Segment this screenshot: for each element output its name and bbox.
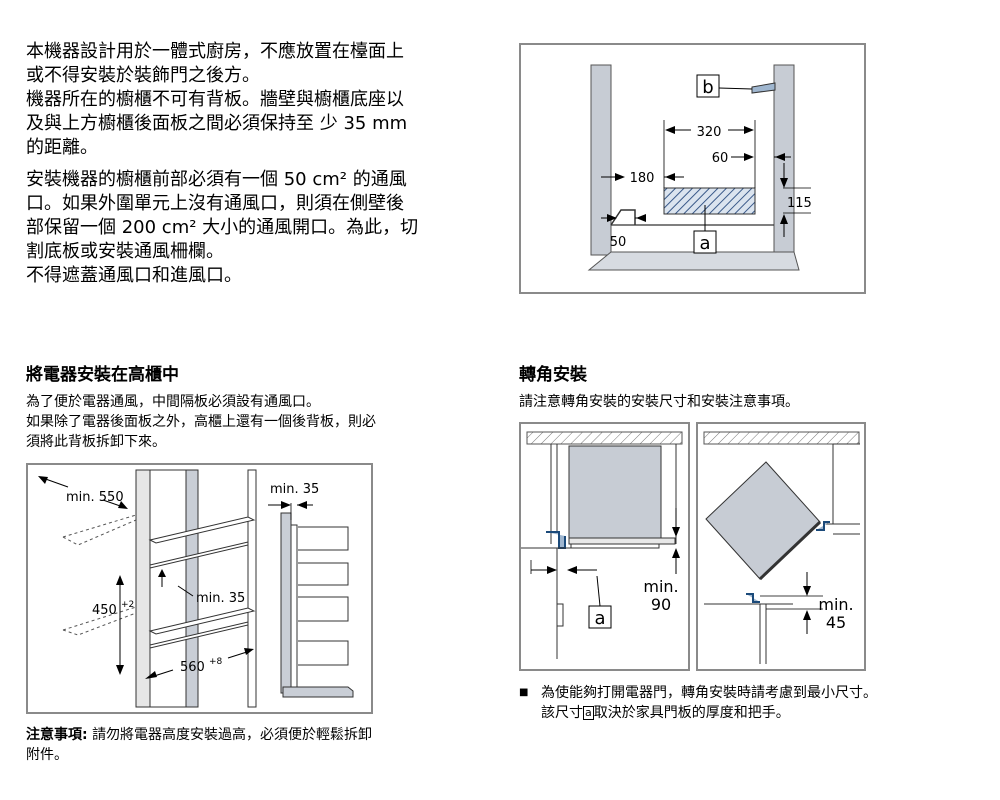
intro-line: 及與上方櫥櫃後面板之間必須保持至 少 35 mm <box>26 113 408 134</box>
tall-cabinet-diagram: min. 550 450 +2 min. 35 560 +8 min. 35 <box>38 469 354 708</box>
intro-line: 割底板或安裝通風柵欄。 <box>26 241 224 262</box>
dim-min-550: min. 550 <box>66 490 124 505</box>
corner-diagram-right: min. 45 <box>703 431 860 664</box>
intro-line: 部保留一個 200 cm² 大小的通風開口。為此，切 <box>26 217 419 238</box>
dim-450-tolerance: +2 <box>121 600 134 610</box>
dim-560-tolerance: +8 <box>209 657 223 667</box>
tall-cabinet-figure: min. 550 450 +2 min. 35 560 +8 min. 35 <box>26 463 373 714</box>
intro-line: 不得遮蓋通風口和進風口。 <box>26 265 242 286</box>
note-text-continued: 附件。 <box>26 747 68 763</box>
dim-min-35-wall: min. 35 <box>270 482 319 497</box>
tall-cabinet-text: 為了便於電器通風，中間隔板必須設有通風口。 如果除了電器後面板之外，高櫃上還有一… <box>26 392 466 452</box>
cabinet-floor <box>587 251 800 271</box>
note-text: 請勿將電器高度安裝過高，必須便於輕鬆拆卸 <box>92 727 373 743</box>
corner-intro: 請注意轉角安裝的安裝尺寸和安裝注意事項。 <box>519 394 799 410</box>
vent-area <box>663 187 756 215</box>
tall-cabinet-line: 為了便於電器通風，中間隔板必須設有通風口。 <box>26 394 320 410</box>
dim-180: 180 <box>630 171 655 186</box>
dim-min-label-left: min. <box>643 577 678 596</box>
tall-cabinet-line: 如果除了電器後面板之外，高櫃上還有一個後背板，則必 <box>26 414 376 430</box>
dim-450: 450 <box>92 603 117 618</box>
dim-min-35-shelf: min. 35 <box>196 591 245 606</box>
intro-line: 本機器設計用於一體式廚房，不應放置在檯面上 <box>26 41 404 62</box>
corner-figure-right: min. 45 <box>696 422 866 671</box>
side-view-wall <box>280 512 292 694</box>
tall-cabinet-heading: 將電器安裝在高櫃中 <box>26 365 179 385</box>
label-a: a <box>699 233 710 254</box>
cabinet-side-left <box>135 469 151 708</box>
dim-min-90: 90 <box>651 595 671 614</box>
label-a-inline: a <box>583 706 594 720</box>
dim-60: 60 <box>712 151 729 166</box>
intro-line: 安裝機器的櫥櫃前部必須有一個 50 cm² 的通風 <box>26 169 407 190</box>
label-a: a <box>594 608 605 629</box>
corner-heading: 轉角安裝 <box>519 365 587 385</box>
appliance-body <box>568 445 662 539</box>
tall-cabinet-note: 注意事項: 請勿將電器高度安裝過高，必須便於輕鬆拆卸 附件。 <box>26 725 476 765</box>
mounting-bracket <box>751 82 776 94</box>
intro-text: 本機器設計用於一體式廚房，不應放置在檯面上 或不得安裝於裝飾門之後方。 機器所在… <box>26 40 466 288</box>
dim-115: 115 <box>787 196 812 211</box>
dim-320: 320 <box>697 125 722 140</box>
intro-line: 機器所在的櫥櫃不可有背板。牆壁與櫥櫃底座以 <box>26 89 404 110</box>
intro-line: 的距離。 <box>26 137 98 158</box>
dim-560: 560 <box>180 660 205 675</box>
ventilation-figure: b a 320 60 180 115 <box>519 43 866 294</box>
note-label: 注意事項: <box>26 727 88 743</box>
dim-50: 50 <box>610 235 627 250</box>
left-cabinet-wall <box>590 64 612 256</box>
label-b-box <box>696 74 720 98</box>
tall-cabinet-line: 須將此背板拆卸下來。 <box>26 434 166 450</box>
ventilation-diagram: b a 320 60 180 115 <box>587 64 812 271</box>
label-b: b <box>702 77 713 98</box>
dim-min-45: 45 <box>826 613 846 632</box>
appliance-body-rotated <box>705 461 821 580</box>
intro-line: 口。如果外圍單元上沒有通風口，則須在側壁後 <box>26 193 404 214</box>
corner-bullet-line: 為使能夠打開電器門，轉角安裝時請考慮到最小尺寸。 <box>541 685 877 701</box>
intro-line: 或不得安裝於裝飾門之後方。 <box>26 65 260 86</box>
bullet-square-icon: ■ <box>519 687 529 698</box>
corner-diagram-left: a min. 90 <box>521 431 683 659</box>
corner-figure-left: a min. 90 <box>519 422 690 671</box>
dim-min-label-right: min. <box>818 595 853 614</box>
